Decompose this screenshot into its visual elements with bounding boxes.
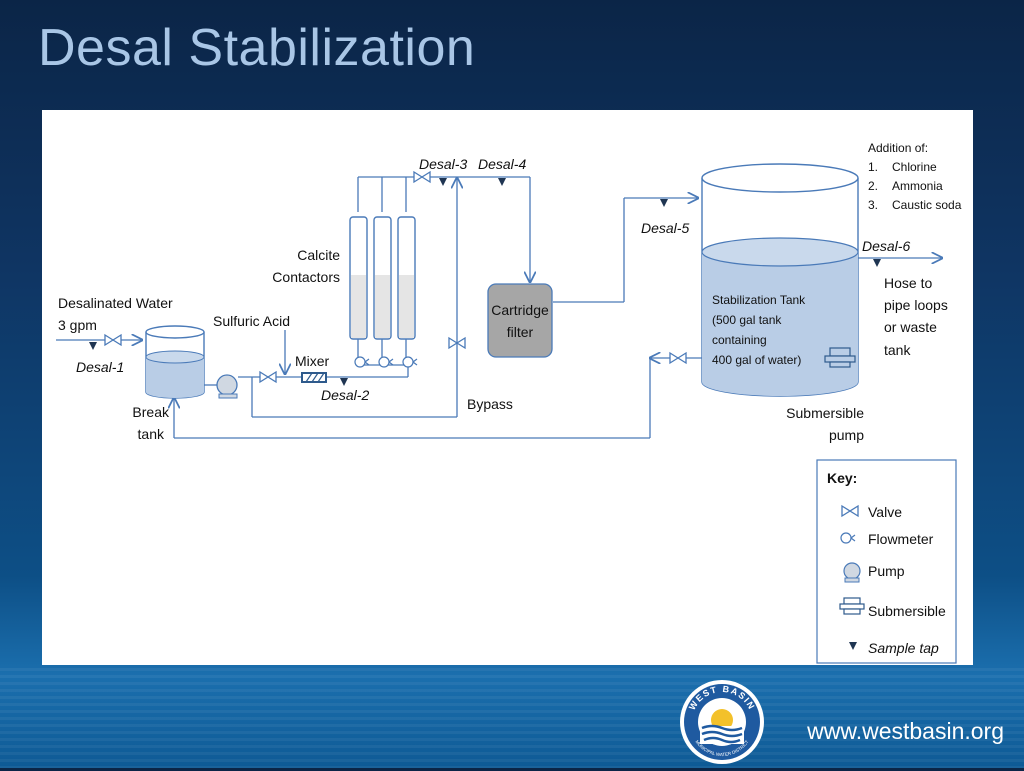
addition-number-3: 3. — [868, 198, 878, 212]
calcite-label-line1: Calcite — [297, 247, 340, 263]
stab-tank-label-line3: containing — [712, 333, 767, 347]
sample-tap-desal3: Desal-3 — [419, 156, 467, 172]
legend-pump-label: Pump — [868, 563, 905, 579]
pump-icon — [216, 374, 238, 399]
footer-stripes — [0, 668, 1024, 768]
legend-flowmeter-label: Flowmeter — [868, 531, 934, 547]
cartridge-filter — [487, 283, 553, 358]
sample-tap-desal1: Desal-1 — [76, 359, 124, 375]
legend-valve-label: Valve — [868, 504, 902, 520]
stab-tank-label-line4: 400 gal of water) — [712, 353, 801, 367]
addition-number-1: 1. — [868, 160, 878, 174]
slide-title: Desal Stabilization — [38, 19, 476, 77]
cartridge-label-line2: filter — [507, 324, 534, 340]
mixer-icon — [301, 372, 327, 383]
sample-tap-desal5: Desal-5 — [641, 220, 689, 236]
addition-item-3: Caustic soda — [892, 198, 962, 212]
legend-submersible-label: Submersible — [868, 603, 946, 619]
break-tank-label-line2: tank — [138, 426, 165, 442]
diagram-panel: Desalinated Water 3 gpm Desal-1 Break ta… — [42, 110, 973, 665]
stab-tank-label-line1: Stabilization Tank — [712, 293, 806, 307]
addition-heading: Addition of: — [868, 141, 928, 155]
bypass-label: Bypass — [467, 396, 513, 412]
legend-sample-tap-label: Sample tap — [868, 640, 939, 656]
mixer-label: Mixer — [295, 353, 330, 369]
west-basin-logo: WEST BASIN MUNICIPAL WATER DISTRICT — [678, 678, 766, 771]
sulfuric-acid-label: Sulfuric Acid — [213, 313, 290, 329]
calcite-contactors — [349, 216, 416, 340]
addition-number-2: 2. — [868, 179, 878, 193]
hose-label-line3: or waste — [884, 319, 937, 335]
legend-submersible-icon — [839, 597, 865, 615]
process-diagram: Desalinated Water 3 gpm Desal-1 Break ta… — [56, 141, 962, 664]
submersible-pump-icon — [824, 347, 856, 368]
calcite-label-line2: Contactors — [272, 269, 340, 285]
submersible-pump-label-line2: pump — [829, 427, 864, 443]
legend: Key: Valve Flowmeter Pump Submersible Sa… — [816, 459, 957, 664]
break-tank — [145, 325, 205, 399]
addition-item-2: Ammonia — [892, 179, 943, 193]
stab-tank-label-line2: (500 gal tank — [712, 313, 782, 327]
inlet-label-line1: Desalinated Water — [58, 295, 173, 311]
valve-inlet — [104, 334, 122, 346]
hose-label-line4: tank — [884, 342, 911, 358]
valve-contactor-outlet — [413, 171, 431, 183]
sample-tap-desal4: Desal-4 — [478, 156, 526, 172]
sample-tap-desal6: Desal-6 — [862, 238, 910, 254]
inlet-label-line2: 3 gpm — [58, 317, 97, 333]
submersible-pump-label-line1: Submersible — [786, 405, 864, 421]
website-url: www.westbasin.org — [807, 718, 1004, 744]
valve-pump-outlet — [259, 371, 277, 383]
addition-item-1: Chlorine — [892, 160, 937, 174]
valve-recirculation — [669, 352, 687, 364]
hose-label-line1: Hose to — [884, 275, 932, 291]
legend-title: Key: — [827, 470, 857, 486]
stabilization-tank — [701, 163, 859, 397]
cartridge-label-line1: Cartridge — [491, 302, 549, 318]
hose-label-line2: pipe loops — [884, 297, 948, 313]
break-tank-label-line1: Break — [132, 404, 170, 420]
legend-pump-icon — [843, 562, 861, 583]
flowmeter-icon — [354, 356, 418, 368]
sample-tap-desal2: Desal-2 — [321, 387, 369, 403]
